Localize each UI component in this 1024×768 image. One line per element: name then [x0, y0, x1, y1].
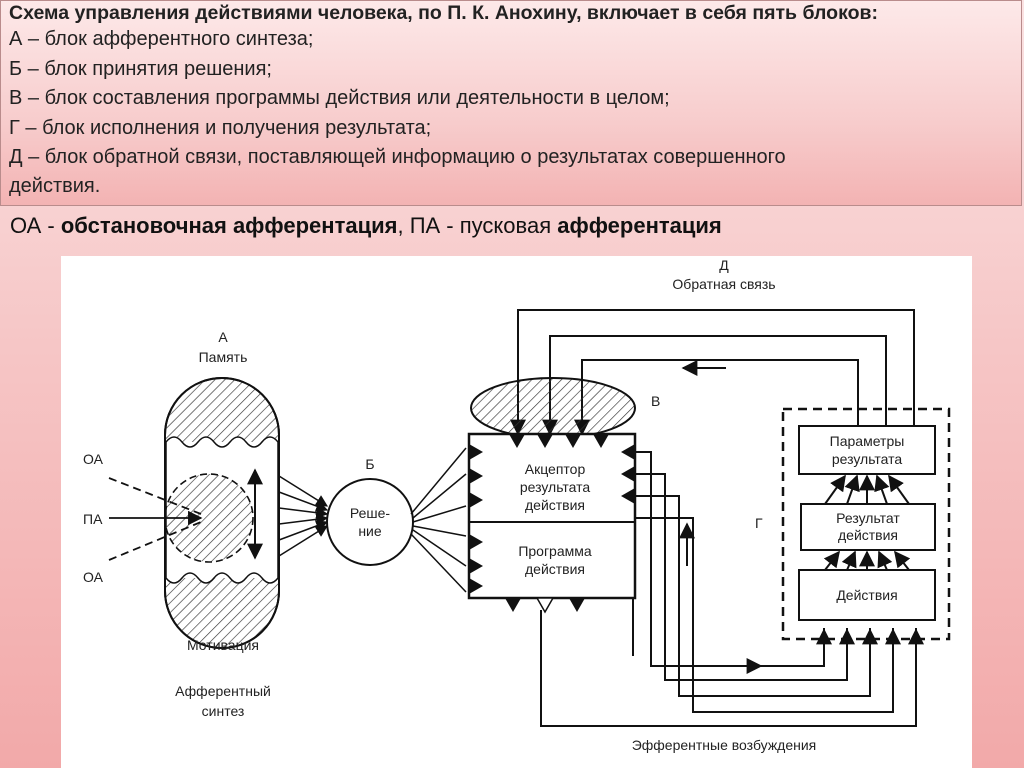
label-g: Г [755, 515, 763, 531]
label-oa-bottom: ОА [83, 569, 104, 585]
label-decision-2: ние [358, 523, 382, 539]
label-oa-top: ОА [83, 451, 104, 467]
anokhin-diagram: А Память Мотивация Афферентный синтез ОА… [61, 256, 972, 768]
label-decision-1: Реше- [350, 505, 391, 521]
label-v: В [651, 393, 660, 409]
block-d-text-cont: действия. [9, 174, 101, 197]
legend-separator: , ПА - пусковая [397, 213, 558, 238]
label-program-2: действия [525, 561, 585, 577]
label-b: Б [365, 456, 374, 472]
legend-oa: ОА - [10, 213, 61, 238]
block-d-text: Д – блок обратной связи, поставляющей ин… [9, 146, 786, 168]
decision-block [326, 447, 467, 593]
block-a-text: А – блок афферентного синтеза; [9, 28, 314, 50]
diagram-svg: А Память Мотивация Афферентный синтез ОА… [83, 257, 951, 753]
label-feedback: Обратная связь [672, 276, 775, 292]
label-acceptor-2: результата [520, 479, 591, 495]
block-g-text: Г – блок исполнения и получения результа… [9, 116, 432, 139]
label-actions: Действия [836, 587, 897, 603]
label-memory: Память [199, 349, 248, 365]
blocks-description: Схема управления действиями человека, по… [0, 0, 1022, 206]
heading: Схема управления действиями человека, по… [9, 2, 878, 24]
afferentation-legend: ОА - обстановочная афферентация, ПА - пу… [10, 213, 722, 239]
label-acceptor-3: действия [525, 497, 585, 513]
acceptor-program-block [467, 377, 637, 614]
efferent-lines [540, 451, 924, 727]
legend-pa-term: афферентация [557, 213, 722, 238]
label-motivation: Мотивация [187, 637, 259, 653]
label-result-2: действия [838, 527, 898, 543]
label-result-1: Результат [836, 510, 900, 526]
block-v-text: В – блок составления программы действия … [9, 87, 670, 109]
afferent-synthesis-block [108, 377, 329, 649]
execution-block [781, 407, 951, 641]
label-aff-synth-1: Афферентный [175, 683, 271, 699]
label-acceptor-1: Акцептор [525, 461, 586, 477]
label-pa: ПА [83, 511, 103, 527]
label-aff-synth-2: синтез [202, 703, 245, 719]
label-params-2: результата [832, 451, 903, 467]
label-efferent: Эфферентные возбуждения [632, 737, 817, 753]
label-a: А [218, 329, 228, 345]
legend-oa-term: обстановочная афферентация [60, 213, 398, 238]
label-program-1: Программа [518, 543, 592, 559]
label-params-1: Параметры [830, 433, 905, 449]
block-b-text: Б – блок принятия решения; [9, 57, 272, 80]
label-d: Д [719, 257, 729, 273]
